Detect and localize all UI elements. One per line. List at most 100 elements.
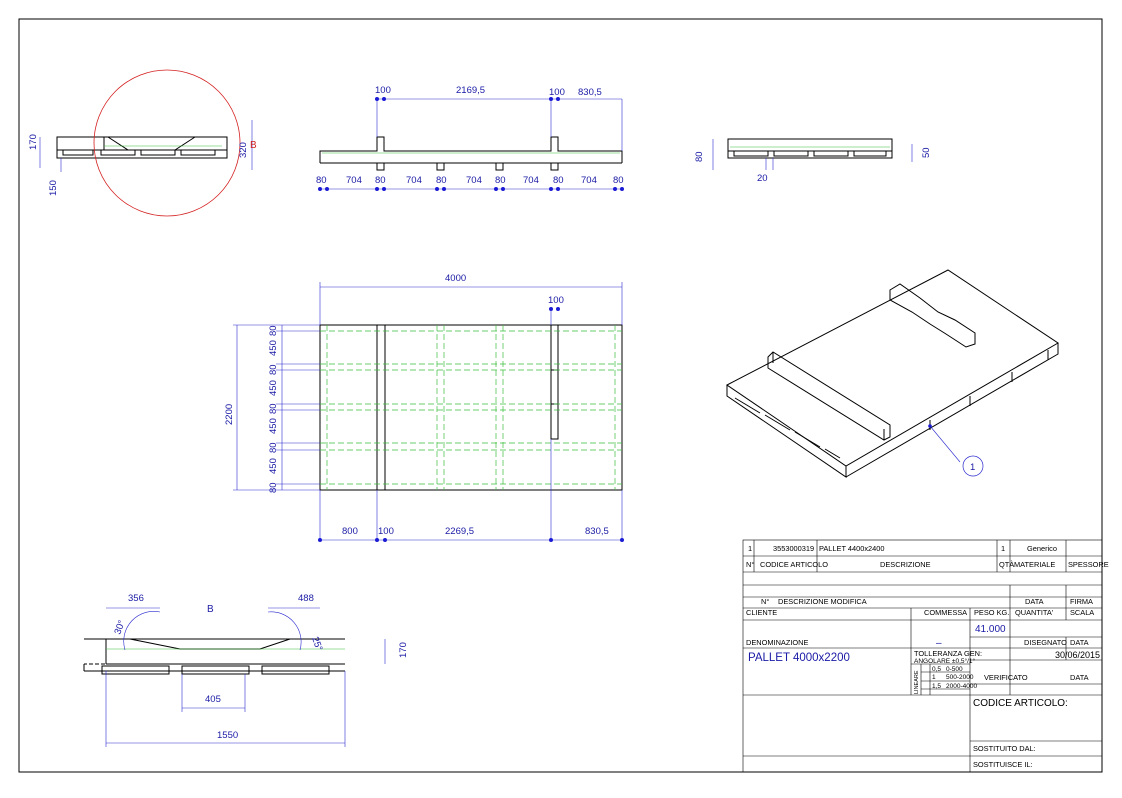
tb-value-peso: 41.000 bbox=[975, 624, 1006, 635]
dim-320: 320 bbox=[238, 142, 249, 158]
tb-label-peso: PESO KG. bbox=[974, 608, 1009, 617]
tb-header-qty: QTÀ bbox=[999, 560, 1014, 569]
tb-header-num: N° bbox=[746, 560, 754, 569]
dim-plan-830: 830,5 bbox=[585, 526, 609, 537]
tb-label-commessa: COMMESSA bbox=[924, 608, 967, 617]
dim-front-704-2: 704 bbox=[406, 175, 422, 186]
dim-plan-450-2: 450 bbox=[268, 380, 279, 396]
tb-mod-num: N° bbox=[761, 597, 769, 606]
section-label-b: B bbox=[250, 140, 257, 151]
detail-circle-b bbox=[93, 69, 241, 217]
detail-b-view: 356 488 B 30° 25° 170 405 1550 bbox=[83, 593, 409, 747]
dim-side-20: 20 bbox=[757, 173, 768, 184]
tb-row1-code: 3553000319 bbox=[773, 544, 814, 553]
dim-front-80-1: 80 bbox=[316, 175, 327, 186]
detail-label-b: B bbox=[207, 604, 214, 615]
tb-value-denominazione: PALLET 4000x2200 bbox=[748, 652, 850, 664]
dim-plan-80-4: 80 bbox=[268, 442, 279, 453]
dim-plan-80-1: 80 bbox=[268, 325, 279, 336]
plan-view: 4000 100 2200 80 450 80 450 80 450 80 45… bbox=[224, 273, 624, 542]
dim-front-704-5: 704 bbox=[581, 175, 597, 186]
tb-label-angolare: ANGOLARE ±0,5°/1° bbox=[914, 657, 976, 665]
side-view: 80 50 20 bbox=[694, 138, 932, 184]
tb-tol-row1-range: 0-500 bbox=[946, 666, 963, 673]
dim-plan-2200: 2200 bbox=[224, 404, 235, 425]
tb-tol-row2-tol: 1 bbox=[932, 674, 936, 681]
isometric-view: 1 bbox=[726, 269, 1059, 478]
dim-plan-100: 100 bbox=[548, 295, 564, 306]
tb-label-data2: DATA bbox=[1070, 673, 1089, 682]
dim-plan-800: 800 bbox=[342, 526, 358, 537]
tb-header-thickness: SPESSORE bbox=[1068, 560, 1109, 569]
tb-row1-desc: PALLET 4400x2400 bbox=[819, 544, 884, 553]
dim-plan-450-1: 450 bbox=[268, 340, 279, 356]
dim-front-100a: 100 bbox=[375, 85, 391, 96]
dim-front-830: 830,5 bbox=[578, 87, 602, 98]
tb-header-material: MATERIALE bbox=[1014, 560, 1055, 569]
dim-front-80-5: 80 bbox=[553, 175, 564, 186]
tb-tol-row1-tol: 0,5 bbox=[932, 666, 941, 673]
tb-header-code: CODICE ARTICOLO bbox=[760, 560, 828, 569]
dim-front-80-6: 80 bbox=[613, 175, 624, 186]
dim-front-100b: 100 bbox=[549, 87, 565, 98]
dim-front-80-2: 80 bbox=[375, 175, 386, 186]
dim-side-50: 50 bbox=[921, 147, 932, 158]
front-view: 100 2169,5 100 830,5 80 704 80 704 80 70… bbox=[316, 85, 624, 191]
dim-170-left: 170 bbox=[28, 134, 39, 150]
tb-tol-row2-range: 500-2000 bbox=[946, 674, 974, 681]
dim-front-704-4: 704 bbox=[523, 175, 539, 186]
dim-front-704-3: 704 bbox=[466, 175, 482, 186]
title-block: 1 3553000319 PALLET 4400x2400 1 Generico… bbox=[742, 539, 1109, 773]
tb-tol-row3-range: 2000-4000 bbox=[946, 683, 977, 690]
dim-detail-30: 30° bbox=[112, 619, 127, 636]
tb-label-tolleranza: TOLLERANZA GEN: bbox=[914, 649, 982, 658]
tb-value-data: 30/06/2015 bbox=[1055, 650, 1100, 660]
tb-tol-row3-tol: 1,5 bbox=[932, 683, 941, 690]
sheet-border bbox=[18, 18, 1103, 773]
tb-label-data: DATA bbox=[1070, 638, 1089, 647]
dim-detail-356: 356 bbox=[128, 593, 144, 604]
dim-plan-2269: 2269,5 bbox=[445, 526, 474, 537]
dim-front-2169: 2169,5 bbox=[456, 85, 485, 96]
dim-front-80-4: 80 bbox=[495, 175, 506, 186]
dim-detail-405: 405 bbox=[205, 694, 221, 705]
dim-plan-80-2: 80 bbox=[268, 364, 279, 375]
dim-plan-450-3: 450 bbox=[268, 418, 279, 434]
tb-mod-desc: DESCRIZIONE MODIFICA bbox=[778, 597, 867, 606]
tb-label-cliente: CLIENTE bbox=[746, 608, 777, 617]
dim-plan-100b: 100 bbox=[378, 526, 394, 537]
tb-mod-date: DATA bbox=[1025, 597, 1044, 606]
tb-label-verificato: VERIFICATO bbox=[984, 673, 1028, 682]
tb-value-commessa: – bbox=[936, 638, 942, 649]
tb-label-sostituisce: SOSTITUISCE IL: bbox=[973, 760, 1033, 769]
balloon-number: 1 bbox=[970, 462, 975, 473]
tb-row1-material: Generico bbox=[1027, 544, 1057, 553]
dim-side-80: 80 bbox=[694, 151, 705, 162]
tb-label-quantita: QUANTITA' bbox=[1015, 608, 1054, 617]
tb-header-desc: DESCRIZIONE bbox=[880, 560, 931, 569]
tb-label-sostituito: SOSTITUITO DAL: bbox=[973, 744, 1036, 753]
dim-front-80-3: 80 bbox=[436, 175, 447, 186]
tb-tolerance-side: LINEARE bbox=[914, 670, 920, 694]
dim-150-left: 150 bbox=[48, 180, 59, 196]
tb-label-disegnato: DISEGNATO bbox=[1024, 638, 1067, 647]
dim-plan-80-3: 80 bbox=[268, 403, 279, 414]
tb-label-codice-articolo: CODICE ARTICOLO: bbox=[973, 698, 1068, 709]
dim-plan-80-5: 80 bbox=[268, 482, 279, 493]
tb-row1-qty: 1 bbox=[1001, 544, 1005, 553]
tb-label-denominazione: DENOMINAZIONE bbox=[746, 638, 808, 647]
tb-mod-sign: FIRMA bbox=[1070, 597, 1093, 606]
dim-detail-1550: 1550 bbox=[217, 730, 238, 741]
dim-detail-488: 488 bbox=[298, 593, 314, 604]
section-view-left: 170 150 320 B bbox=[28, 69, 257, 217]
dim-plan-4000: 4000 bbox=[445, 273, 466, 284]
dim-plan-450-4: 450 bbox=[268, 458, 279, 474]
part-balloon bbox=[962, 455, 984, 477]
dim-detail-25: 25° bbox=[309, 635, 324, 652]
dim-detail-170: 170 bbox=[398, 642, 409, 658]
dim-front-704-1: 704 bbox=[346, 175, 362, 186]
tb-row1-num: 1 bbox=[748, 544, 752, 553]
tb-label-scala: SCALA bbox=[1070, 608, 1094, 617]
